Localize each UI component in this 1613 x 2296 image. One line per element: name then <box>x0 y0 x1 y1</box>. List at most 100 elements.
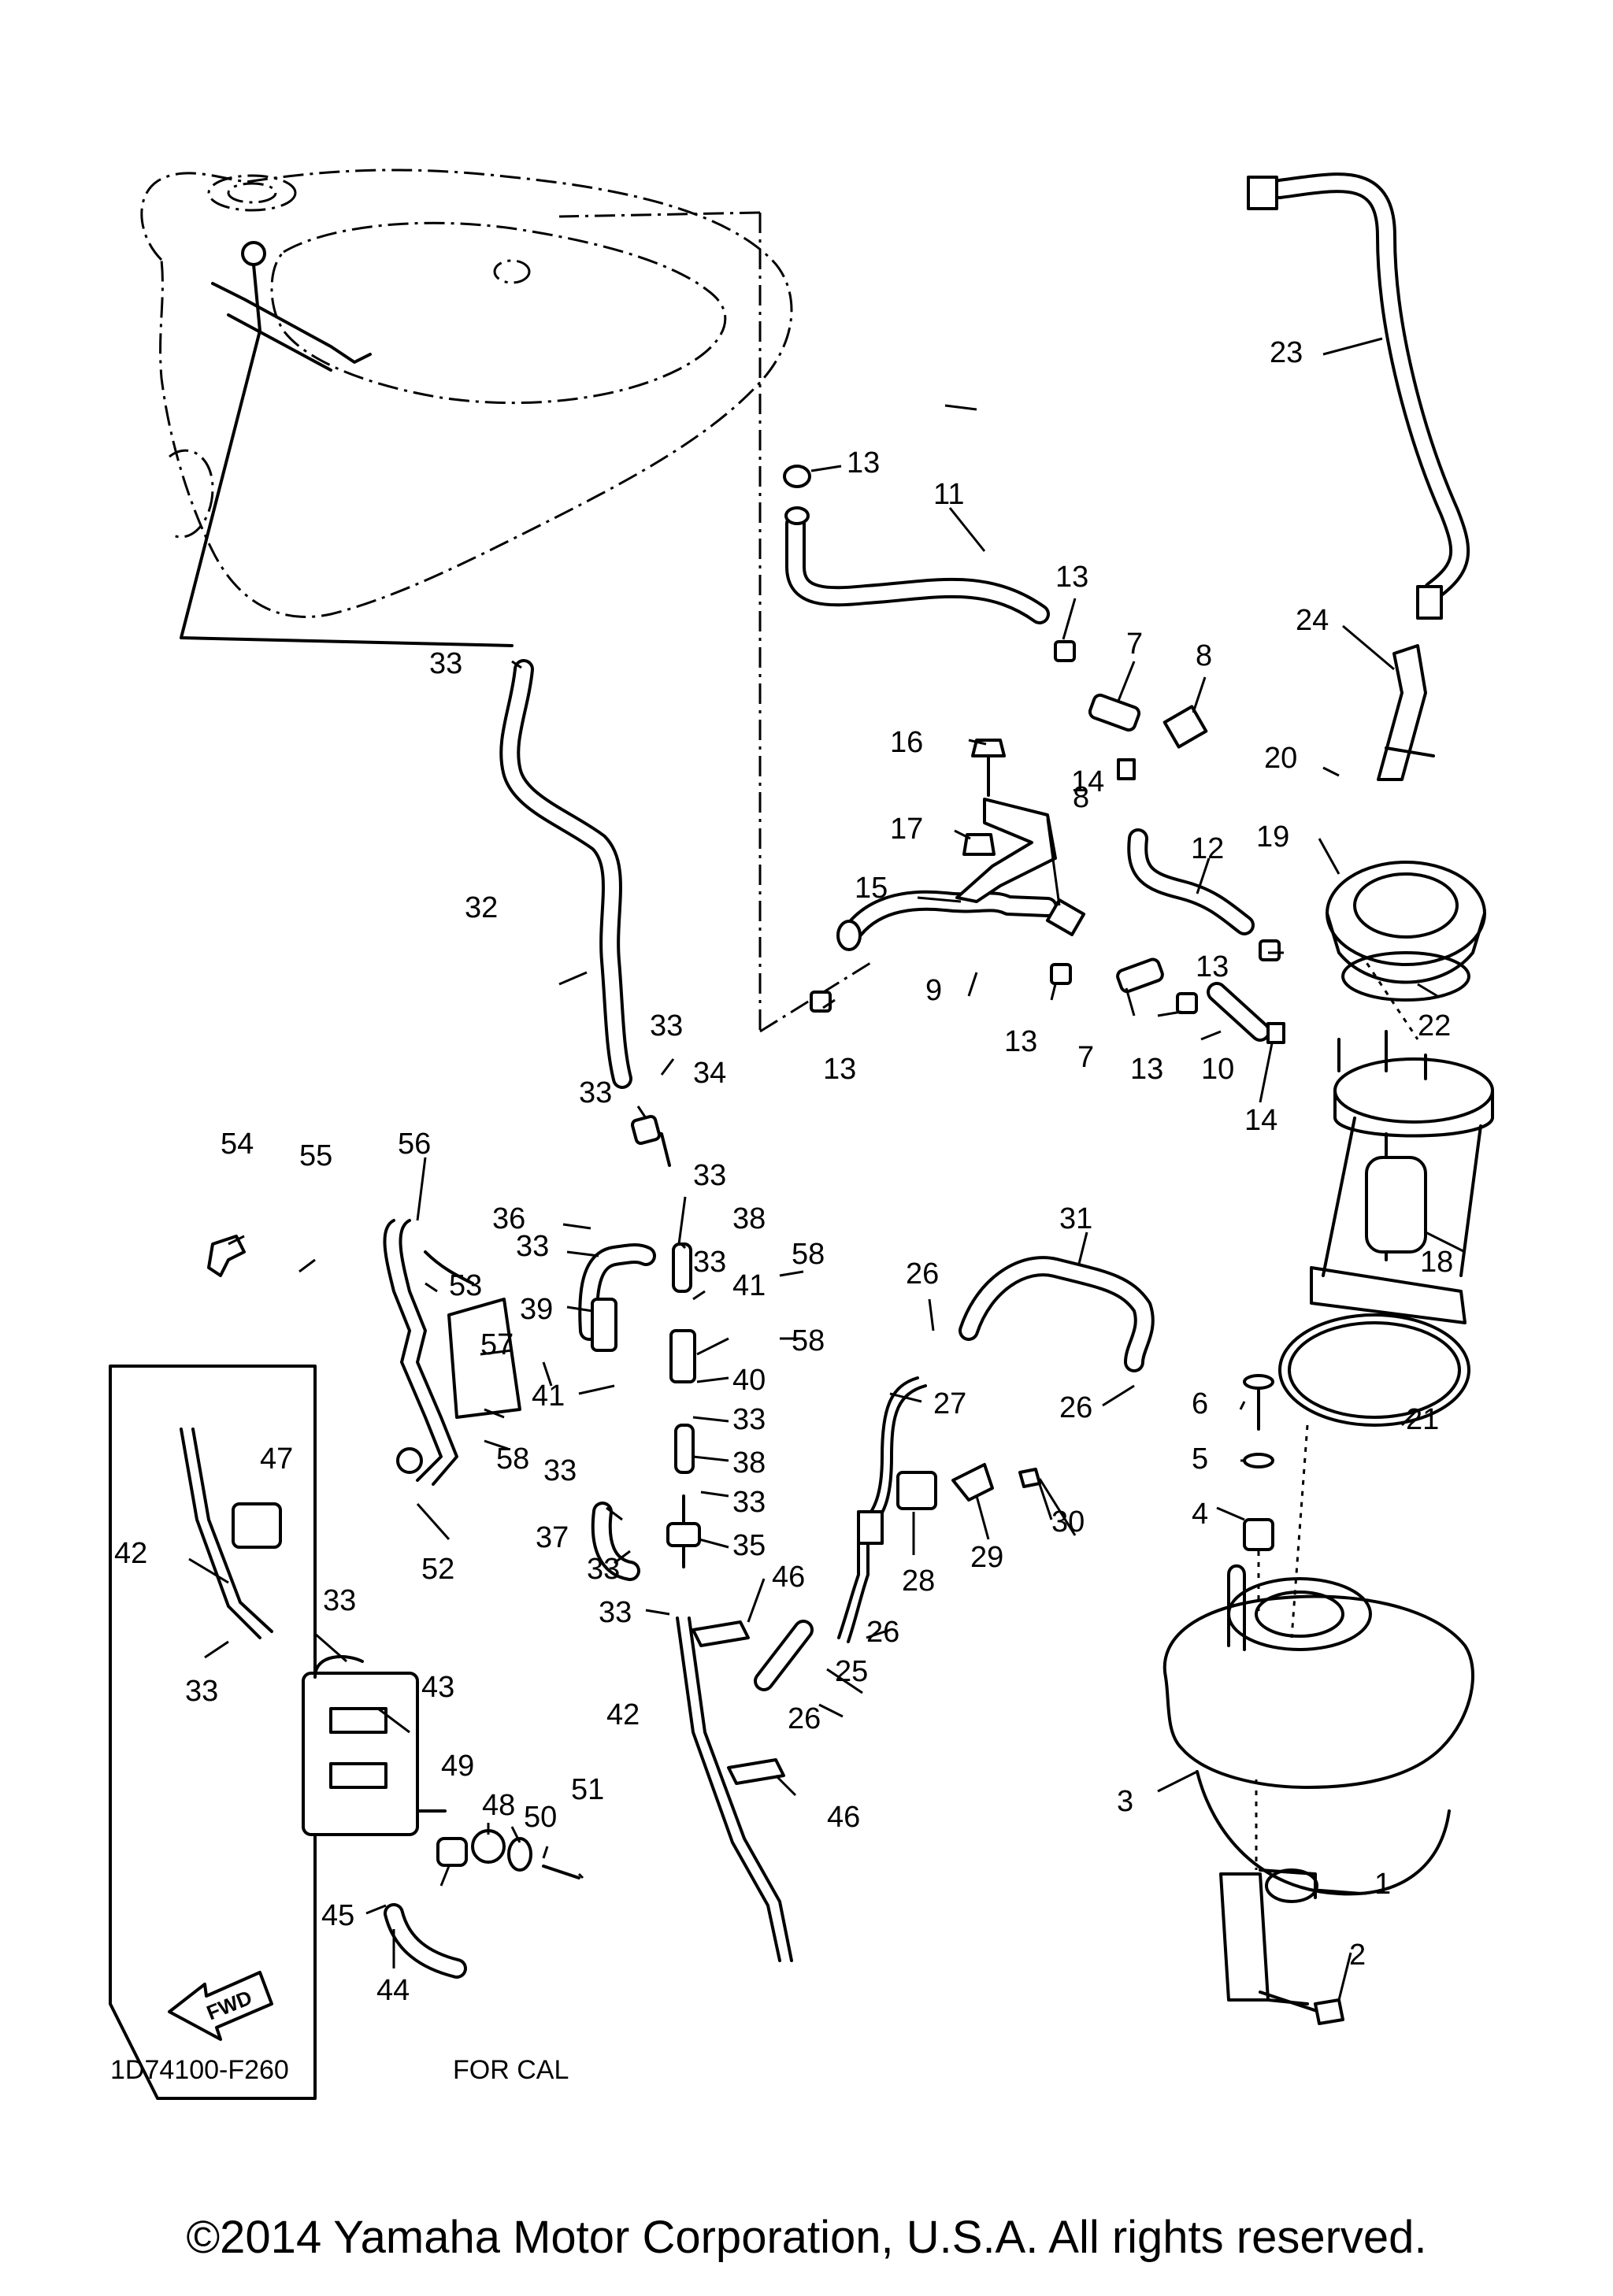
callout-58b: 58 <box>792 1324 825 1357</box>
callout-24: 24 <box>1296 604 1329 637</box>
callout-48: 48 <box>482 1789 515 1822</box>
callout-30: 30 <box>1051 1505 1085 1539</box>
callout-14b: 14 <box>1244 1104 1277 1137</box>
callout-33j: 33 <box>587 1553 620 1586</box>
callout-33h: 33 <box>732 1403 766 1436</box>
callout-6: 6 <box>1192 1387 1208 1420</box>
hose-36-37 <box>578 1114 671 1581</box>
callout-40: 40 <box>732 1364 766 1397</box>
callout-33c: 33 <box>579 1076 612 1109</box>
callout-27: 27 <box>933 1387 966 1420</box>
callout-33f: 33 <box>516 1230 549 1263</box>
flange-19 <box>1326 861 1486 1002</box>
callout-33g: 33 <box>543 1454 577 1487</box>
callout-9: 9 <box>925 974 942 1007</box>
callout-23: 23 <box>1270 336 1303 369</box>
callout-58c: 58 <box>496 1442 529 1476</box>
hose-9 <box>836 890 1058 951</box>
hose-10 <box>1207 982 1270 1042</box>
callout-7a: 7 <box>1126 628 1143 661</box>
callout-14a: 14 <box>1071 765 1104 798</box>
callout-10: 10 <box>1201 1053 1234 1086</box>
bracket-1 <box>1219 1779 1344 2025</box>
callout-43: 43 <box>421 1671 454 1704</box>
callout-28: 28 <box>902 1565 935 1598</box>
callout-18: 18 <box>1420 1246 1453 1279</box>
callout-33e: 33 <box>693 1246 726 1279</box>
callout-50: 50 <box>524 1801 557 1834</box>
callout-41a: 41 <box>732 1269 766 1302</box>
callout-38a: 38 <box>732 1202 766 1235</box>
callout-33l: 33 <box>323 1584 356 1617</box>
callout-13b: 13 <box>1055 561 1088 594</box>
callout-33a: 33 <box>429 647 462 680</box>
callout-33i: 33 <box>732 1486 766 1519</box>
callout-19: 19 <box>1256 820 1289 854</box>
copyright-notice: ©2014 Yamaha Motor Corporation, U.S.A. A… <box>186 2212 1427 2263</box>
callout-13a: 13 <box>847 446 880 480</box>
callout-labels: 1 2 3 4 5 6 7 7 8 8 9 10 11 12 13 13 13 … <box>114 336 1453 2007</box>
callout-33b: 33 <box>650 1009 683 1042</box>
hose-25-group <box>754 1463 1041 1691</box>
callout-13c: 13 <box>823 1053 856 1086</box>
callout-16: 16 <box>890 726 923 759</box>
fuel-tank <box>140 168 875 1033</box>
callout-5: 5 <box>1192 1442 1208 1476</box>
callout-3: 3 <box>1117 1785 1133 1818</box>
callout-21: 21 <box>1406 1403 1439 1436</box>
fwd-arrow-icon: FWD <box>168 1971 273 2041</box>
callout-2: 2 <box>1349 1939 1366 1972</box>
callout-22: 22 <box>1418 1009 1451 1042</box>
callout-44: 44 <box>376 1974 410 2007</box>
cal-inset-box <box>109 1365 317 2100</box>
callout-49: 49 <box>441 1750 474 1783</box>
callout-13e: 13 <box>1130 1053 1163 1086</box>
callout-33d: 33 <box>693 1159 726 1192</box>
callout-8a: 8 <box>1196 639 1212 672</box>
part-code-label: 1D74100-F260 <box>110 2055 289 2085</box>
hose-11 <box>783 465 1050 624</box>
hose-23 <box>1247 172 1470 620</box>
callout-15: 15 <box>855 872 888 905</box>
callout-57: 57 <box>480 1328 514 1361</box>
callout-26c: 26 <box>866 1616 899 1649</box>
callout-1: 1 <box>1374 1868 1391 1901</box>
callout-54: 54 <box>221 1128 254 1161</box>
callout-26d: 26 <box>788 1702 821 1735</box>
connectors-and-clamps <box>810 640 1285 1044</box>
callout-31: 31 <box>1059 1202 1092 1235</box>
callout-58a: 58 <box>792 1238 825 1271</box>
callout-29: 29 <box>970 1541 1003 1574</box>
callout-35: 35 <box>732 1529 766 1562</box>
bracket-56 <box>207 1219 521 1486</box>
bracket-24 <box>1377 644 1435 781</box>
callout-11: 11 <box>933 478 964 511</box>
callout-41b: 41 <box>532 1379 565 1413</box>
callout-42b: 42 <box>606 1698 640 1731</box>
bracket-15 <box>955 739 1057 903</box>
callout-4: 4 <box>1192 1498 1208 1531</box>
callout-12: 12 <box>1191 832 1224 865</box>
tank-base-3 <box>1162 1424 1474 1896</box>
callout-36: 36 <box>492 1202 525 1235</box>
tube-42 <box>676 1616 793 1962</box>
callout-7b: 7 <box>1077 1041 1094 1074</box>
callout-33m: 33 <box>185 1675 218 1708</box>
callout-51: 51 <box>571 1773 604 1806</box>
callout-32: 32 <box>465 891 498 924</box>
callout-26a: 26 <box>906 1257 939 1291</box>
inset-label: FOR CAL <box>453 2055 569 2085</box>
callout-37: 37 <box>536 1521 569 1554</box>
valve-stack <box>591 1242 701 1568</box>
leader-lines <box>188 337 1466 2001</box>
callout-13d: 13 <box>1004 1025 1037 1058</box>
callout-13f: 13 <box>1196 950 1229 983</box>
cal-hoses <box>180 1428 580 1979</box>
callout-45: 45 <box>321 1899 354 1932</box>
callout-17: 17 <box>890 813 923 846</box>
callout-34: 34 <box>693 1057 726 1090</box>
callout-8b: 8 <box>1073 781 1089 814</box>
pipe-27 <box>837 1376 927 1643</box>
ring-21 <box>1278 1313 1470 1427</box>
